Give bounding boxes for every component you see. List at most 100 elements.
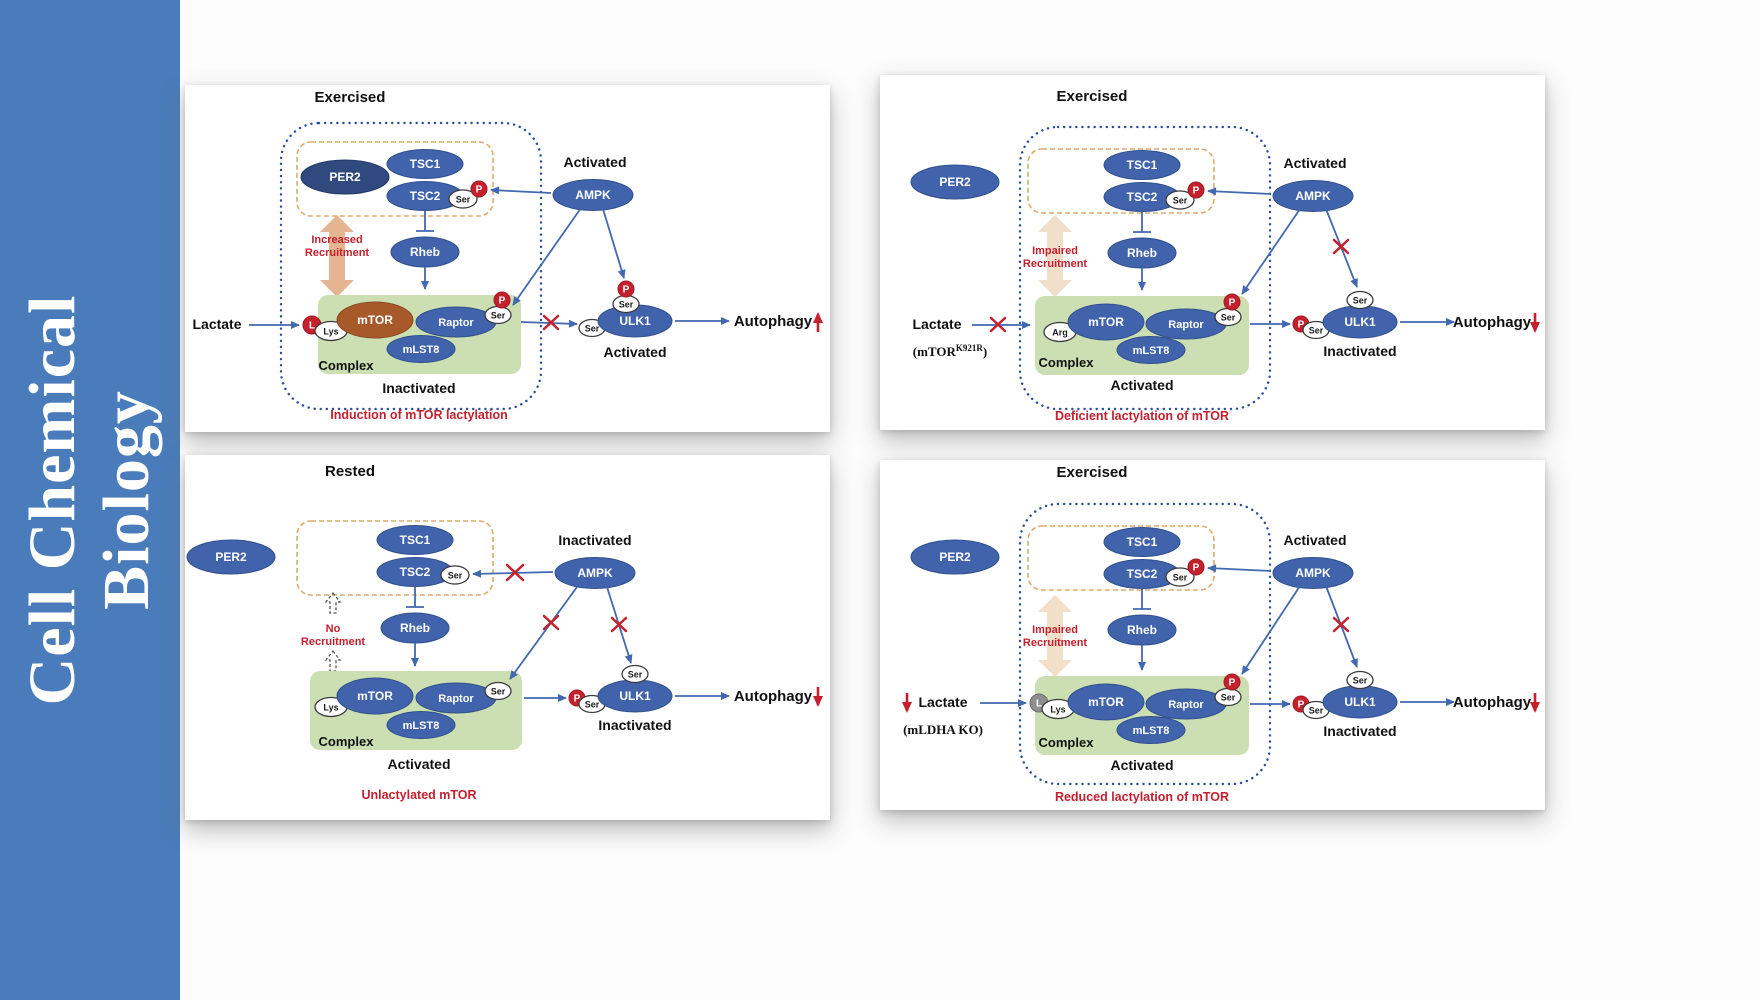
svg-text:Ser: Ser (1309, 706, 1324, 716)
mtor-mutation-label: (mTORK921R) (913, 343, 987, 359)
recruitment-zone (1027, 148, 1215, 214)
arrow-ampk-to-complex (509, 586, 578, 680)
ampk-node: AMPK (1272, 180, 1354, 212)
ampk-node: AMPK (554, 557, 636, 589)
autophagy-label: Autophagy (734, 688, 813, 705)
raptor-phospho-badge: P (1223, 673, 1241, 691)
ulk1-node: ULK1 (597, 679, 673, 713)
recruitment-zone (1027, 525, 1215, 591)
ulk1-ser-top-site: Ser (1346, 290, 1374, 310)
recruitment-label-1: Impaired (1032, 245, 1078, 257)
blocked-x-ampk-ulk1 (1332, 616, 1350, 633)
mtor-node: mTOR (1067, 683, 1145, 721)
blocked-x-ampk-ulk1 (610, 616, 628, 633)
panel-caption: Deficient lactylation of mTOR (1055, 409, 1229, 423)
pathway-boundary (1018, 125, 1272, 411)
journal-title-line1: Cell Chemical (16, 294, 90, 706)
tsc1-node: TSC1 (376, 525, 454, 555)
mlst8-node: mLST8 (386, 335, 456, 363)
raptor-ser-site: Ser (1214, 687, 1242, 707)
svg-text:Ser: Ser (1173, 573, 1188, 583)
svg-text:Ser: Ser (491, 687, 506, 697)
complex-label: Complex (1039, 735, 1095, 750)
svg-text:AMPK: AMPK (1295, 566, 1331, 580)
ulk1-ser-top-site: Ser (621, 664, 649, 684)
journal-title: Cell Chemical Biology (0, 0, 180, 1000)
ulk1-node: ULK1 (1322, 685, 1398, 719)
raptor-node: Raptor (415, 306, 497, 338)
svg-text:TSC1: TSC1 (400, 533, 431, 547)
blocked-x (542, 314, 560, 331)
svg-text:Raptor: Raptor (438, 693, 474, 705)
svg-text:Ser: Ser (585, 700, 600, 710)
autophagy-label: Autophagy (1453, 314, 1532, 331)
ampk-node: AMPK (552, 179, 634, 211)
svg-text:Raptor: Raptor (1168, 319, 1204, 331)
raptor-phospho-badge: P (493, 291, 511, 309)
ldha-ko-label: (mLDHA KO) (903, 722, 983, 737)
arrow-ampk-to-tsc2 (1207, 187, 1272, 196)
pathway-boundary (1018, 502, 1272, 786)
svg-text:ULK1: ULK1 (1344, 315, 1376, 329)
svg-text:Ser: Ser (585, 324, 600, 334)
lactate-label: Lactate (918, 694, 967, 710)
per2-node: PER2 (910, 164, 1000, 200)
ampk-state-label: Inactivated (558, 532, 631, 548)
svg-text:P: P (1298, 320, 1305, 331)
blocked-x-ampk-complex (542, 614, 560, 631)
raptor-phospho-badge: P (1223, 293, 1241, 311)
mtor-node: mTOR (336, 677, 414, 715)
svg-text:P: P (476, 185, 483, 196)
per2-node: PER2 (910, 539, 1000, 575)
svg-text:L: L (309, 321, 315, 332)
panel-title: Rested (325, 463, 375, 480)
tsc2-phospho-badge: P (1187, 558, 1205, 576)
recruitment-zone (296, 141, 494, 217)
recruitment-label-1: Impaired (1032, 624, 1078, 636)
recruitment-arrow (320, 215, 354, 297)
recruitment-label-1: No (326, 623, 341, 635)
recruitment-label-1: Increased (311, 234, 362, 246)
svg-text:TSC1: TSC1 (410, 157, 441, 171)
svg-text:Ser: Ser (1173, 196, 1188, 206)
recruitment-label-2: Recruitment (305, 247, 370, 259)
svg-text:ULK1: ULK1 (619, 689, 651, 703)
tsc1-node: TSC1 (386, 149, 464, 179)
svg-text:P: P (499, 296, 506, 307)
tsc2-rheb-inhibition (1133, 588, 1151, 610)
mtor-node: mTOR (1067, 303, 1145, 341)
svg-text:L: L (1036, 699, 1042, 710)
svg-text:PER2: PER2 (215, 550, 247, 564)
svg-text:mTOR: mTOR (1088, 315, 1124, 329)
panel-exercised-induction: Exercised Increased Recruitment PER2 TSC… (185, 85, 830, 432)
complex-state-label: Activated (387, 756, 450, 772)
ulk1-state-label: Inactivated (1323, 723, 1396, 739)
svg-text:TSC2: TSC2 (410, 189, 441, 203)
recruitment-arrow (1038, 595, 1072, 677)
autophagy-label: Autophagy (1453, 694, 1532, 711)
svg-text:Lys: Lys (323, 703, 338, 713)
raptor-ser-site: Ser (1214, 307, 1242, 327)
tsc2-ser-site: Ser (1165, 190, 1195, 210)
ulk1-state-label: Activated (603, 344, 666, 360)
per2-node: PER2 (186, 539, 276, 575)
panel-exercised-k921r: Exercised Impaired Recruitment PER2 TSC1… (880, 75, 1545, 430)
tsc2-rheb-inhibition (1133, 211, 1151, 233)
rheb-node: Rheb (390, 236, 460, 268)
complex-state-label: Activated (1110, 377, 1173, 393)
recruitment-dashed-arrow-top (324, 591, 342, 614)
svg-text:Ser: Ser (491, 311, 506, 321)
arrow-ampk-to-complex (512, 207, 582, 306)
rheb-node: Rheb (1107, 614, 1177, 646)
lactate-label: Lactate (912, 316, 961, 332)
arrow-ampk-to-tsc2 (490, 186, 552, 195)
svg-text:Rheb: Rheb (400, 621, 430, 635)
svg-text:Ser: Ser (1353, 676, 1368, 686)
blocked-x-ampk-tsc2 (505, 563, 525, 582)
panel-exercised-mldha-ko: Exercised Impaired Recruitment PER2 TSC1… (880, 460, 1545, 810)
ulk1-node: ULK1 (1322, 305, 1398, 339)
svg-text:TSC1: TSC1 (1127, 535, 1158, 549)
svg-text:P: P (1298, 700, 1305, 711)
svg-text:Ser: Ser (1353, 296, 1368, 306)
